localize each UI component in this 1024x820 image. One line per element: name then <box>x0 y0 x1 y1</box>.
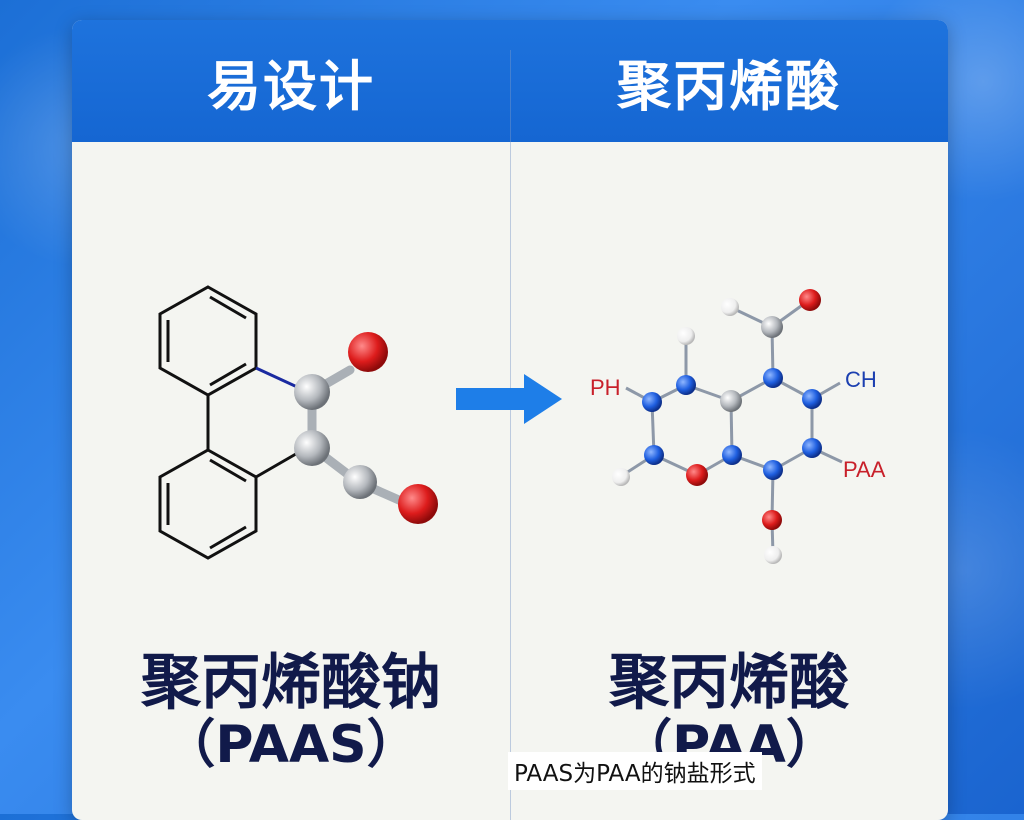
oxygen-atom <box>799 289 821 311</box>
bonds <box>206 366 309 479</box>
oxygen-atom <box>348 332 388 372</box>
carbon-atom <box>761 316 783 338</box>
left-header-title: 易设计 <box>207 54 375 118</box>
carbon-atom <box>720 390 742 412</box>
footnote: PAAS为PAA的钠盐形式 <box>508 752 762 790</box>
header-bar: 易设计 聚丙烯酸 <box>72 20 948 142</box>
nitrogen-atom <box>763 368 783 388</box>
oxygen-atom <box>686 464 708 486</box>
comparison-card: 易设计 聚丙烯酸 <box>72 20 948 820</box>
nitrogen-atom <box>763 460 783 480</box>
paa-structure-diagram: PH CH PAA <box>590 289 886 564</box>
left-panel: 聚丙烯酸钠 （PAAS） <box>72 142 510 820</box>
paas-structure-diagram <box>158 285 438 560</box>
right-arrow-icon <box>456 374 562 424</box>
right-header-title: 聚丙烯酸 <box>617 54 841 118</box>
column-divider <box>510 50 511 820</box>
nitrogen-atom <box>722 445 742 465</box>
compound-abbr-paas: （PAAS） <box>163 715 419 775</box>
atom-label-ch: CH <box>845 367 877 392</box>
hydrogen-atom <box>677 327 695 345</box>
bonds <box>622 299 843 556</box>
atom-label-ph: PH <box>590 375 621 400</box>
nitrogen-atom <box>642 392 662 412</box>
nitrogen-atom <box>802 438 822 458</box>
oxygen-atom <box>398 484 438 524</box>
hydrogen-atom <box>612 468 630 486</box>
nitrogen-atom <box>802 389 822 409</box>
compound-name-paa: 聚丙烯酸 <box>609 648 849 718</box>
carbon-atom <box>294 430 330 466</box>
benzene-ring-bottom <box>158 448 258 560</box>
atom-label-paa: PAA <box>843 457 886 482</box>
compound-name-paas: 聚丙烯酸钠 <box>141 648 441 718</box>
hydrogen-atom <box>764 546 782 564</box>
oxygen-atom <box>762 510 782 530</box>
benzene-ring-top <box>158 285 258 397</box>
right-panel: PH CH PAA 聚丙烯酸 （PAA） <box>510 142 948 820</box>
nitrogen-atom <box>644 445 664 465</box>
hydrogen-atom <box>721 298 739 316</box>
nitrogen-atom <box>676 375 696 395</box>
carbon-atom <box>343 465 377 499</box>
carbon-atom <box>294 374 330 410</box>
